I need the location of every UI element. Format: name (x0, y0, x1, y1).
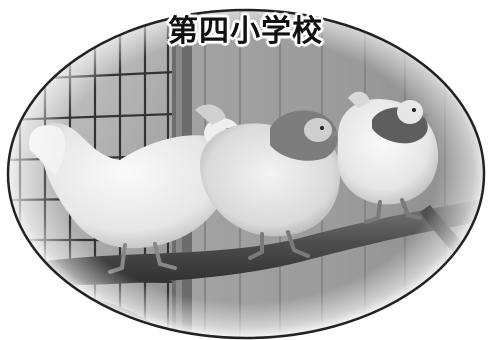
photo-caption: 第四小学校 (168, 14, 323, 49)
